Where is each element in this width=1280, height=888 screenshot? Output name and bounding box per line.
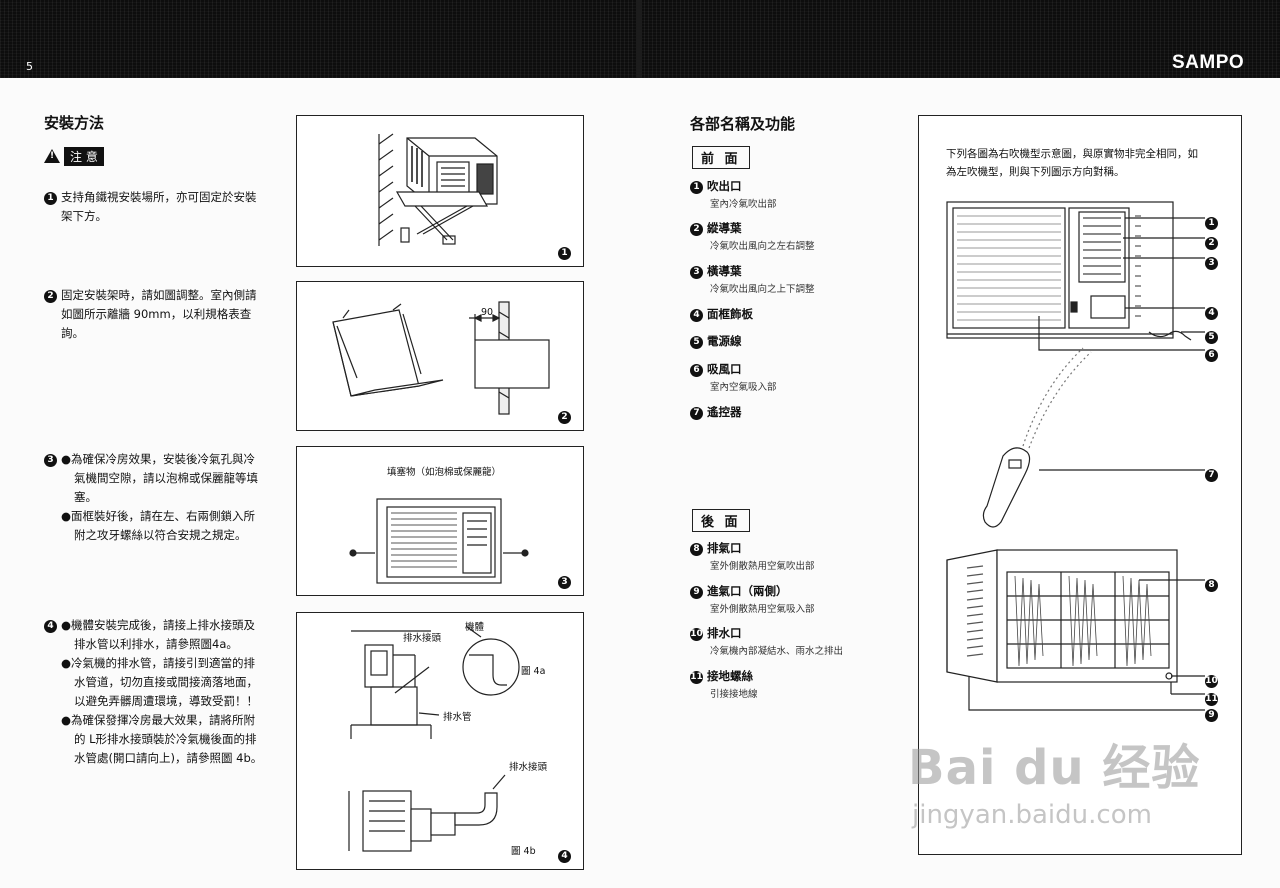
figure-2-bracket-distance: 90 2 (296, 281, 584, 431)
callout-5: 5 (1205, 325, 1222, 344)
step-number: 1 (44, 192, 57, 205)
caution-label: 注 意 (64, 147, 104, 166)
callout-7: 7 (1205, 463, 1222, 482)
front-label: 前 面 (692, 146, 750, 169)
diagram-box (918, 115, 1242, 855)
drain-joint-label: 排水接頭 (403, 633, 442, 644)
figure-3-seal-and-screws: 填塞物（如泡棉或保麗龍） 3 (296, 446, 584, 596)
figure-4a-label: 圖 4a (521, 666, 546, 677)
back-label: 後 面 (692, 509, 750, 532)
drain-pipe-label: 排水管 (443, 712, 472, 723)
callout-10: 10 (1205, 675, 1218, 688)
parts-title: 各部名稱及功能 (690, 115, 796, 133)
figure-number: 3 (558, 570, 575, 589)
callout-4: 4 (1205, 301, 1222, 320)
step-4: 4●機體安裝完成後，請接上排水接頭及 排水管以利排水，請參照圖4a。 ●冷氣機的… (44, 616, 280, 768)
callout-11: 11 (1205, 693, 1218, 706)
warning-icon (44, 149, 60, 163)
step-number: 4 (44, 620, 57, 633)
callout-1: 1 (1205, 211, 1222, 230)
filler-label: 填塞物（如泡棉或保麗龍） (387, 467, 502, 478)
brand-logo: SAMPO (1172, 52, 1245, 73)
watermark-logo: Bai du 经验 (908, 740, 1201, 796)
installation-title: 安裝方法 (44, 114, 105, 132)
figure-4b-label: 圖 4b (511, 846, 536, 857)
step-number: 2 (44, 290, 57, 303)
step-number: 3 (44, 454, 57, 467)
drain-joint-label-2: 排水接頭 (509, 762, 548, 773)
body-label: 機體 (465, 622, 485, 633)
callout-9: 9 (1205, 703, 1222, 722)
figure-number: 1 (558, 241, 575, 260)
callout-3: 3 (1205, 251, 1222, 270)
orientation-note: 下列各圖為右吹機型示意圖，與原實物非完全相同，如 為左吹機型，則與下列圖示方向對… (946, 148, 1198, 178)
dimension-label: 90 (481, 307, 494, 318)
callout-8: 8 (1205, 573, 1222, 592)
figure-4-drain: 排水接頭 機體 圖 4a 排水管 排水接頭 圖 4b 4 (296, 612, 584, 870)
step-3: 3●為確保冷房效果，安裝後冷氣孔與冷 氣機間空隙，請以泡棉或保麗龍等填 塞。 ●… (44, 450, 280, 545)
caution-badge: 注 意 (44, 147, 104, 166)
watermark-url: jingyan.baidu.com (912, 800, 1152, 830)
page-number: 5 (26, 60, 33, 73)
figure-1-angle-bracket: 1 (296, 115, 584, 267)
callout-2: 2 (1205, 231, 1222, 250)
callout-6: 6 (1205, 343, 1222, 362)
figure-number: 4 (558, 844, 575, 863)
header-bar: 5 SAMPO (0, 0, 1280, 78)
figure-number: 2 (558, 405, 575, 424)
